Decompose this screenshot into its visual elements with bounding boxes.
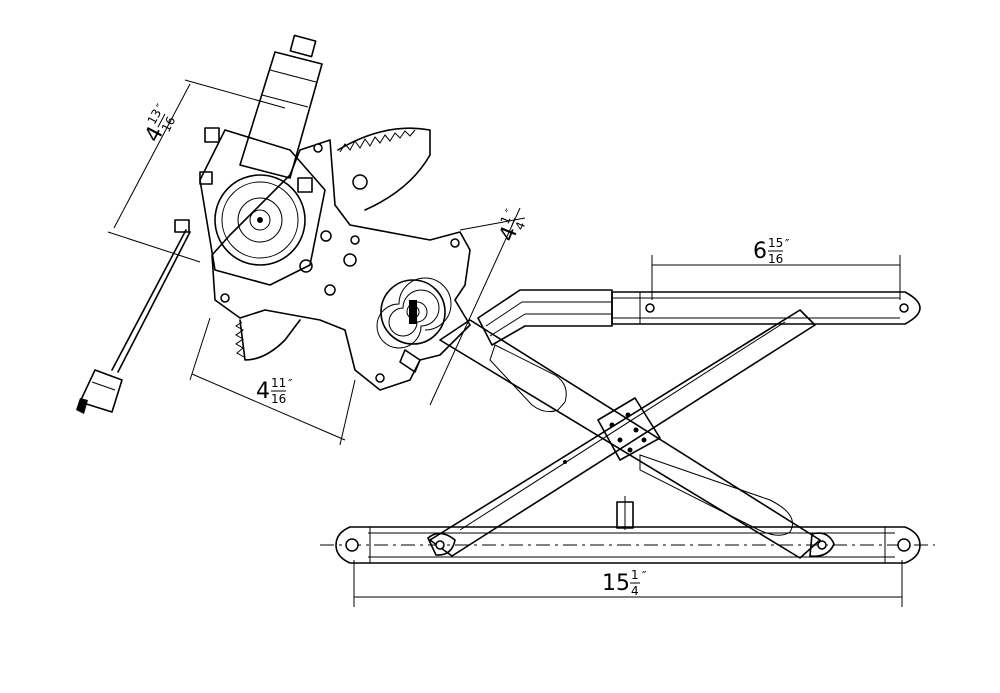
- dim-overall-length-unit: ″: [642, 569, 647, 583]
- dim-top-rail-numerator: 15: [768, 236, 783, 250]
- dim-overall-length-numerator: 1: [631, 568, 639, 582]
- dim-label-top-rail: 6 15 16 ″: [753, 236, 790, 266]
- base-plate: [211, 127, 471, 391]
- dim-top-rail-unit: ″: [785, 237, 790, 251]
- dimension-lines: [107, 79, 903, 607]
- dim-motor-width-numerator: 11: [271, 376, 286, 390]
- dim-motor-width-unit: ″: [288, 377, 293, 391]
- dim-pivot-offset-unit: ″: [503, 206, 518, 216]
- scissor-arms: [427, 309, 835, 559]
- dim-overall-length-whole: 15: [602, 571, 630, 596]
- dim-motor-width-whole: 4: [256, 379, 270, 404]
- bottom-rail: [320, 496, 935, 564]
- dim-label-overall-length: 15 1 4 ″: [602, 568, 647, 598]
- dim-motor-height-denominator: 16: [159, 114, 179, 134]
- dim-label-motor-height: 4 13 16 ″: [140, 101, 179, 146]
- dim-motor-height-unit: ″: [154, 101, 169, 112]
- dim-motor-height-numerator: 13: [145, 107, 165, 127]
- dim-label-motor-width: 4 11 16 ″: [256, 376, 293, 406]
- dim-top-rail-whole: 6: [753, 239, 767, 264]
- dim-overall-length-denominator: 4: [631, 584, 639, 598]
- dim-top-rail-denominator: 16: [768, 252, 783, 266]
- top-rail: [477, 289, 921, 346]
- motor-assembly: [76, 34, 326, 414]
- dim-label-pivot-offset: 4 1 4 ″: [495, 206, 529, 245]
- dim-motor-width-denominator: 16: [271, 392, 286, 406]
